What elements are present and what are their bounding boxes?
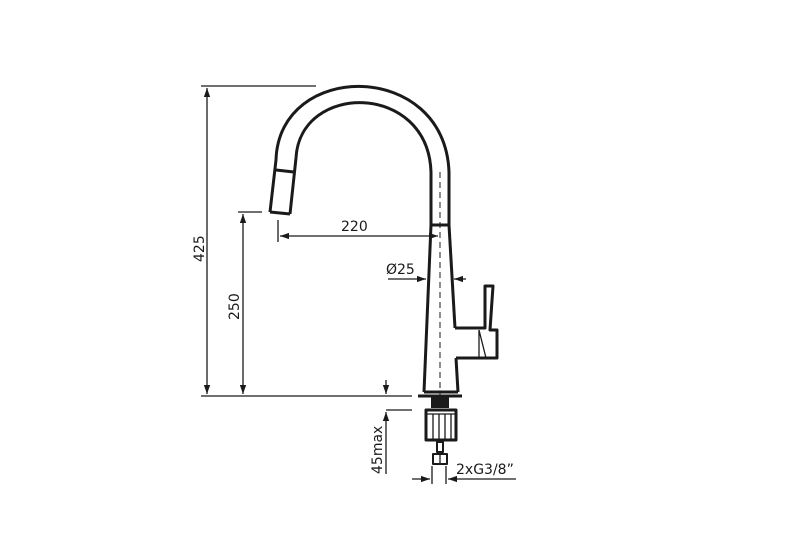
body-right-lower [454,357,460,393]
dimension-425: 425 [192,85,412,397]
label-total-height: 425 [192,235,208,262]
label-connection: 2xG3/8” [456,462,514,478]
body-left-side [422,224,433,393]
dimension-45max: 45max [370,380,412,474]
lever-handle [455,284,499,360]
dimension-connection: 2xG3/8” [412,462,516,484]
lever-detail [478,329,487,359]
spout-inner-arc [288,101,433,225]
spray-head-bottom [269,210,291,216]
hose-connector [432,441,448,465]
dimension-diameter: Ø25 [386,262,466,283]
spray-head-joint [275,168,295,174]
spout-outer-arc [268,85,451,225]
label-spout-height: 250 [227,293,243,320]
label-reach: 220 [341,219,368,235]
label-diameter: Ø25 [386,262,415,278]
mounting-nut [424,408,458,442]
dimension-250: 250 [227,211,262,394]
threaded-shank [431,396,449,408]
faucet-outline [268,85,499,465]
label-mount-depth: 45max [370,426,386,474]
body-right-side [447,224,457,329]
dimension-220: 220 [277,219,438,242]
